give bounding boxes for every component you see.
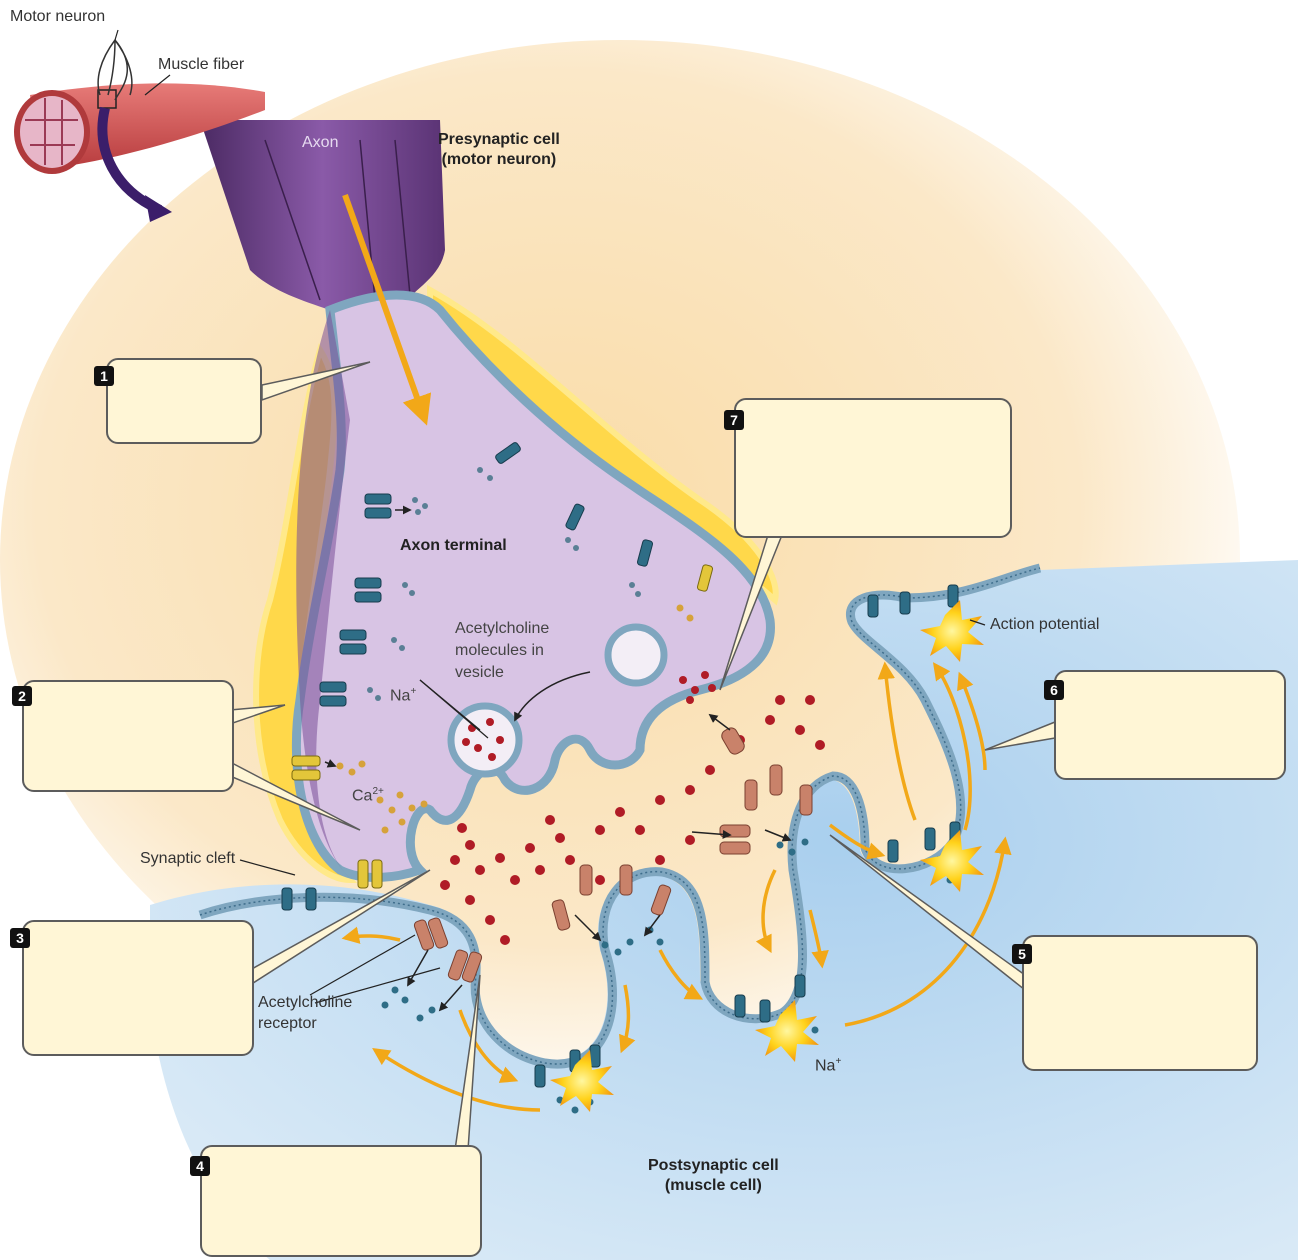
label-postsynaptic-cell: Postsynaptic cell (muscle cell) xyxy=(648,1156,779,1196)
label-ach-vesicle-line2: molecules in xyxy=(455,640,549,662)
label-ca: Ca2+ xyxy=(352,786,384,805)
step-box-4[interactable] xyxy=(200,1145,482,1257)
label-na-bottom: Na+ xyxy=(815,1056,841,1075)
label-action-potential: Action potential xyxy=(990,616,1099,634)
ca-sup: 2+ xyxy=(372,786,383,797)
empty-vesicle xyxy=(608,627,664,683)
label-na-top: Na+ xyxy=(390,686,416,705)
label-synaptic-cleft: Synaptic cleft xyxy=(140,850,235,868)
step-number-2: 2 xyxy=(12,686,32,706)
na-top-text: Na xyxy=(390,687,410,704)
label-ach-receptor: Acetylcholine receptor xyxy=(258,992,352,1034)
ca-text: Ca xyxy=(352,787,372,804)
step-box-3[interactable] xyxy=(22,920,254,1056)
na-top-sup: + xyxy=(410,686,416,697)
label-presynaptic-line2: (motor neuron) xyxy=(438,150,560,170)
label-ach-vesicle-line3: vesicle xyxy=(455,662,549,684)
label-axon-terminal: Axon terminal xyxy=(400,536,507,556)
label-presynaptic-cell: Presynaptic cell (motor neuron) xyxy=(438,130,560,170)
step-number-1: 1 xyxy=(94,366,114,386)
label-postsynaptic-line2: (muscle cell) xyxy=(648,1176,779,1196)
label-ach-vesicle: Acetylcholine molecules in vesicle xyxy=(455,618,549,684)
step-box-1[interactable] xyxy=(106,358,262,444)
step-box-5[interactable] xyxy=(1022,935,1258,1071)
step-number-6: 6 xyxy=(1044,680,1064,700)
step-number-4: 4 xyxy=(190,1156,210,1176)
label-axon: Axon xyxy=(302,134,338,152)
na-bottom-sup: + xyxy=(835,1056,841,1067)
step-number-3: 3 xyxy=(10,928,30,948)
label-presynaptic-line1: Presynaptic cell xyxy=(438,130,560,150)
label-ach-receptor-line1: Acetylcholine xyxy=(258,992,352,1013)
step-box-7[interactable] xyxy=(734,398,1012,538)
label-ach-receptor-line2: receptor xyxy=(258,1013,352,1034)
label-muscle-fiber: Muscle fiber xyxy=(158,56,244,74)
na-bottom-text: Na xyxy=(815,1057,835,1074)
step-number-5: 5 xyxy=(1012,944,1032,964)
step-box-2[interactable] xyxy=(22,680,234,792)
label-postsynaptic-line1: Postsynaptic cell xyxy=(648,1156,779,1176)
ach-vesicle xyxy=(451,706,519,774)
step-box-6[interactable] xyxy=(1054,670,1286,780)
label-motor-neuron: Motor neuron xyxy=(10,8,105,26)
label-ach-vesicle-line1: Acetylcholine xyxy=(455,618,549,640)
step-number-7: 7 xyxy=(724,410,744,430)
